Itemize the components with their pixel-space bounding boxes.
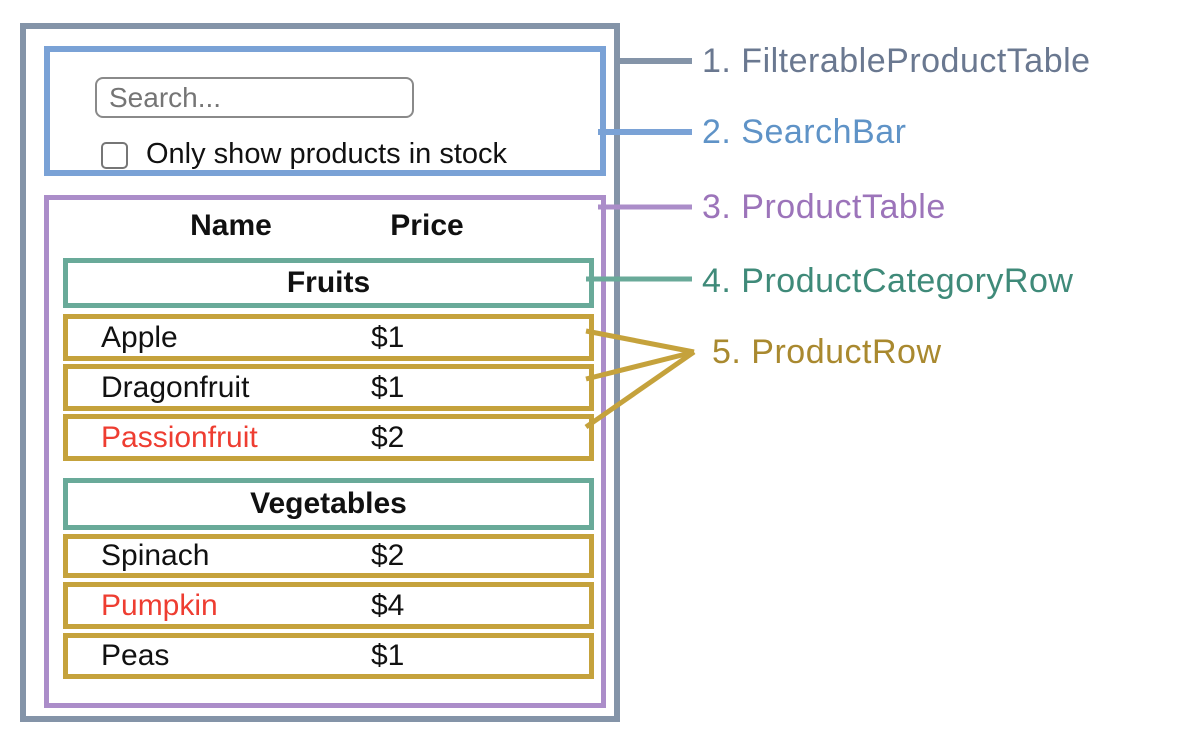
- in-stock-checkbox-label: Only show products in stock: [146, 138, 508, 170]
- product-price: $2: [371, 420, 405, 454]
- product-name: Passionfruit: [101, 420, 258, 454]
- product-price: $1: [371, 370, 405, 404]
- product-name: Apple: [101, 320, 178, 354]
- legend-product-table: 3. ProductTable: [702, 188, 946, 226]
- legend-product-category-row: 4. ProductCategoryRow: [702, 262, 1074, 300]
- product-row-apple: Apple $1: [63, 314, 594, 361]
- category-label: Vegetables: [250, 487, 407, 520]
- product-table-box: Name Price Fruits Apple $1 Dragonfruit $…: [44, 195, 606, 708]
- product-name: Spinach: [101, 539, 210, 572]
- product-row-passionfruit: Passionfruit $2: [63, 414, 594, 461]
- product-category-row-vegetables: Vegetables: [63, 478, 594, 530]
- legend-filterable-product-table: 1. FilterableProductTable: [702, 42, 1091, 80]
- product-price: $4: [371, 588, 405, 622]
- in-stock-checkbox[interactable]: [101, 142, 128, 169]
- product-row-pumpkin: Pumpkin $4: [63, 582, 594, 629]
- product-price: $2: [371, 539, 405, 572]
- product-row-spinach: Spinach $2: [63, 534, 594, 578]
- product-name: Pumpkin: [101, 588, 218, 622]
- column-header-name: Name: [190, 209, 272, 242]
- product-row-peas: Peas $1: [63, 633, 594, 679]
- search-bar-box: Only show products in stock: [44, 46, 606, 176]
- legend-product-row: 5. ProductRow: [712, 333, 942, 371]
- product-row-dragonfruit: Dragonfruit $1: [63, 364, 594, 411]
- category-label: Fruits: [286, 266, 371, 299]
- product-name: Peas: [101, 639, 170, 672]
- legend-search-bar: 2. SearchBar: [702, 113, 907, 151]
- column-header-price: Price: [390, 209, 464, 242]
- search-input[interactable]: [95, 77, 414, 118]
- product-name: Dragonfruit: [101, 370, 250, 404]
- product-price: $1: [371, 320, 405, 354]
- product-price: $1: [371, 639, 405, 672]
- filterable-product-table-box: Only show products in stock Name Price F…: [20, 23, 620, 722]
- product-category-row-fruits: Fruits: [63, 258, 594, 308]
